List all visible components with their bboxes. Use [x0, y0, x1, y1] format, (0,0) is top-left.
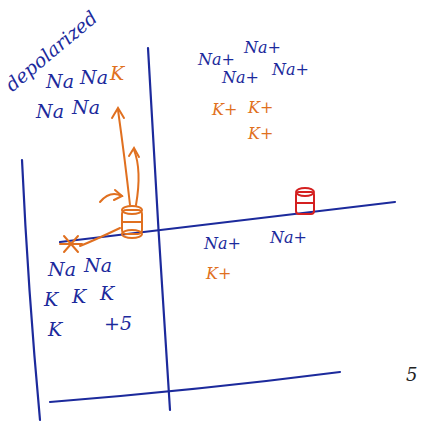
ion-label: Na+ — [244, 40, 281, 56]
ion-label: K+ — [248, 100, 273, 116]
ion-label: Na+ — [272, 62, 309, 78]
ion-label: Na — [72, 98, 100, 117]
ion-label: K+ — [248, 126, 273, 142]
ion-label: Na+ — [222, 70, 259, 86]
efflux-arrow — [80, 228, 120, 246]
ion-label: Na+ — [198, 52, 235, 68]
closed-channel — [296, 188, 314, 214]
ion-label: K+ — [206, 266, 231, 282]
ion-star — [60, 236, 82, 252]
voltage-label: +5 — [104, 314, 132, 333]
efflux-arrow — [118, 110, 130, 205]
ion-label: K — [44, 290, 58, 309]
cut-number: 5 — [406, 366, 417, 384]
ion-label: K — [100, 284, 114, 303]
ion-label: Na+ — [204, 236, 241, 252]
ion-label: Na — [48, 260, 76, 279]
ion-label: Na — [80, 68, 108, 87]
ion-label: K+ — [212, 102, 237, 118]
ion-label: Na — [46, 72, 74, 91]
ion-label: K — [110, 64, 124, 83]
open-channel — [60, 108, 142, 252]
ion-label: Na — [36, 102, 64, 121]
ion-label: Na+ — [270, 230, 307, 246]
outer-boundary-line — [22, 160, 40, 420]
ion-label: Na — [84, 256, 112, 275]
ion-label: K — [48, 320, 62, 339]
ion-label: K — [72, 287, 86, 306]
base-line — [50, 372, 340, 402]
